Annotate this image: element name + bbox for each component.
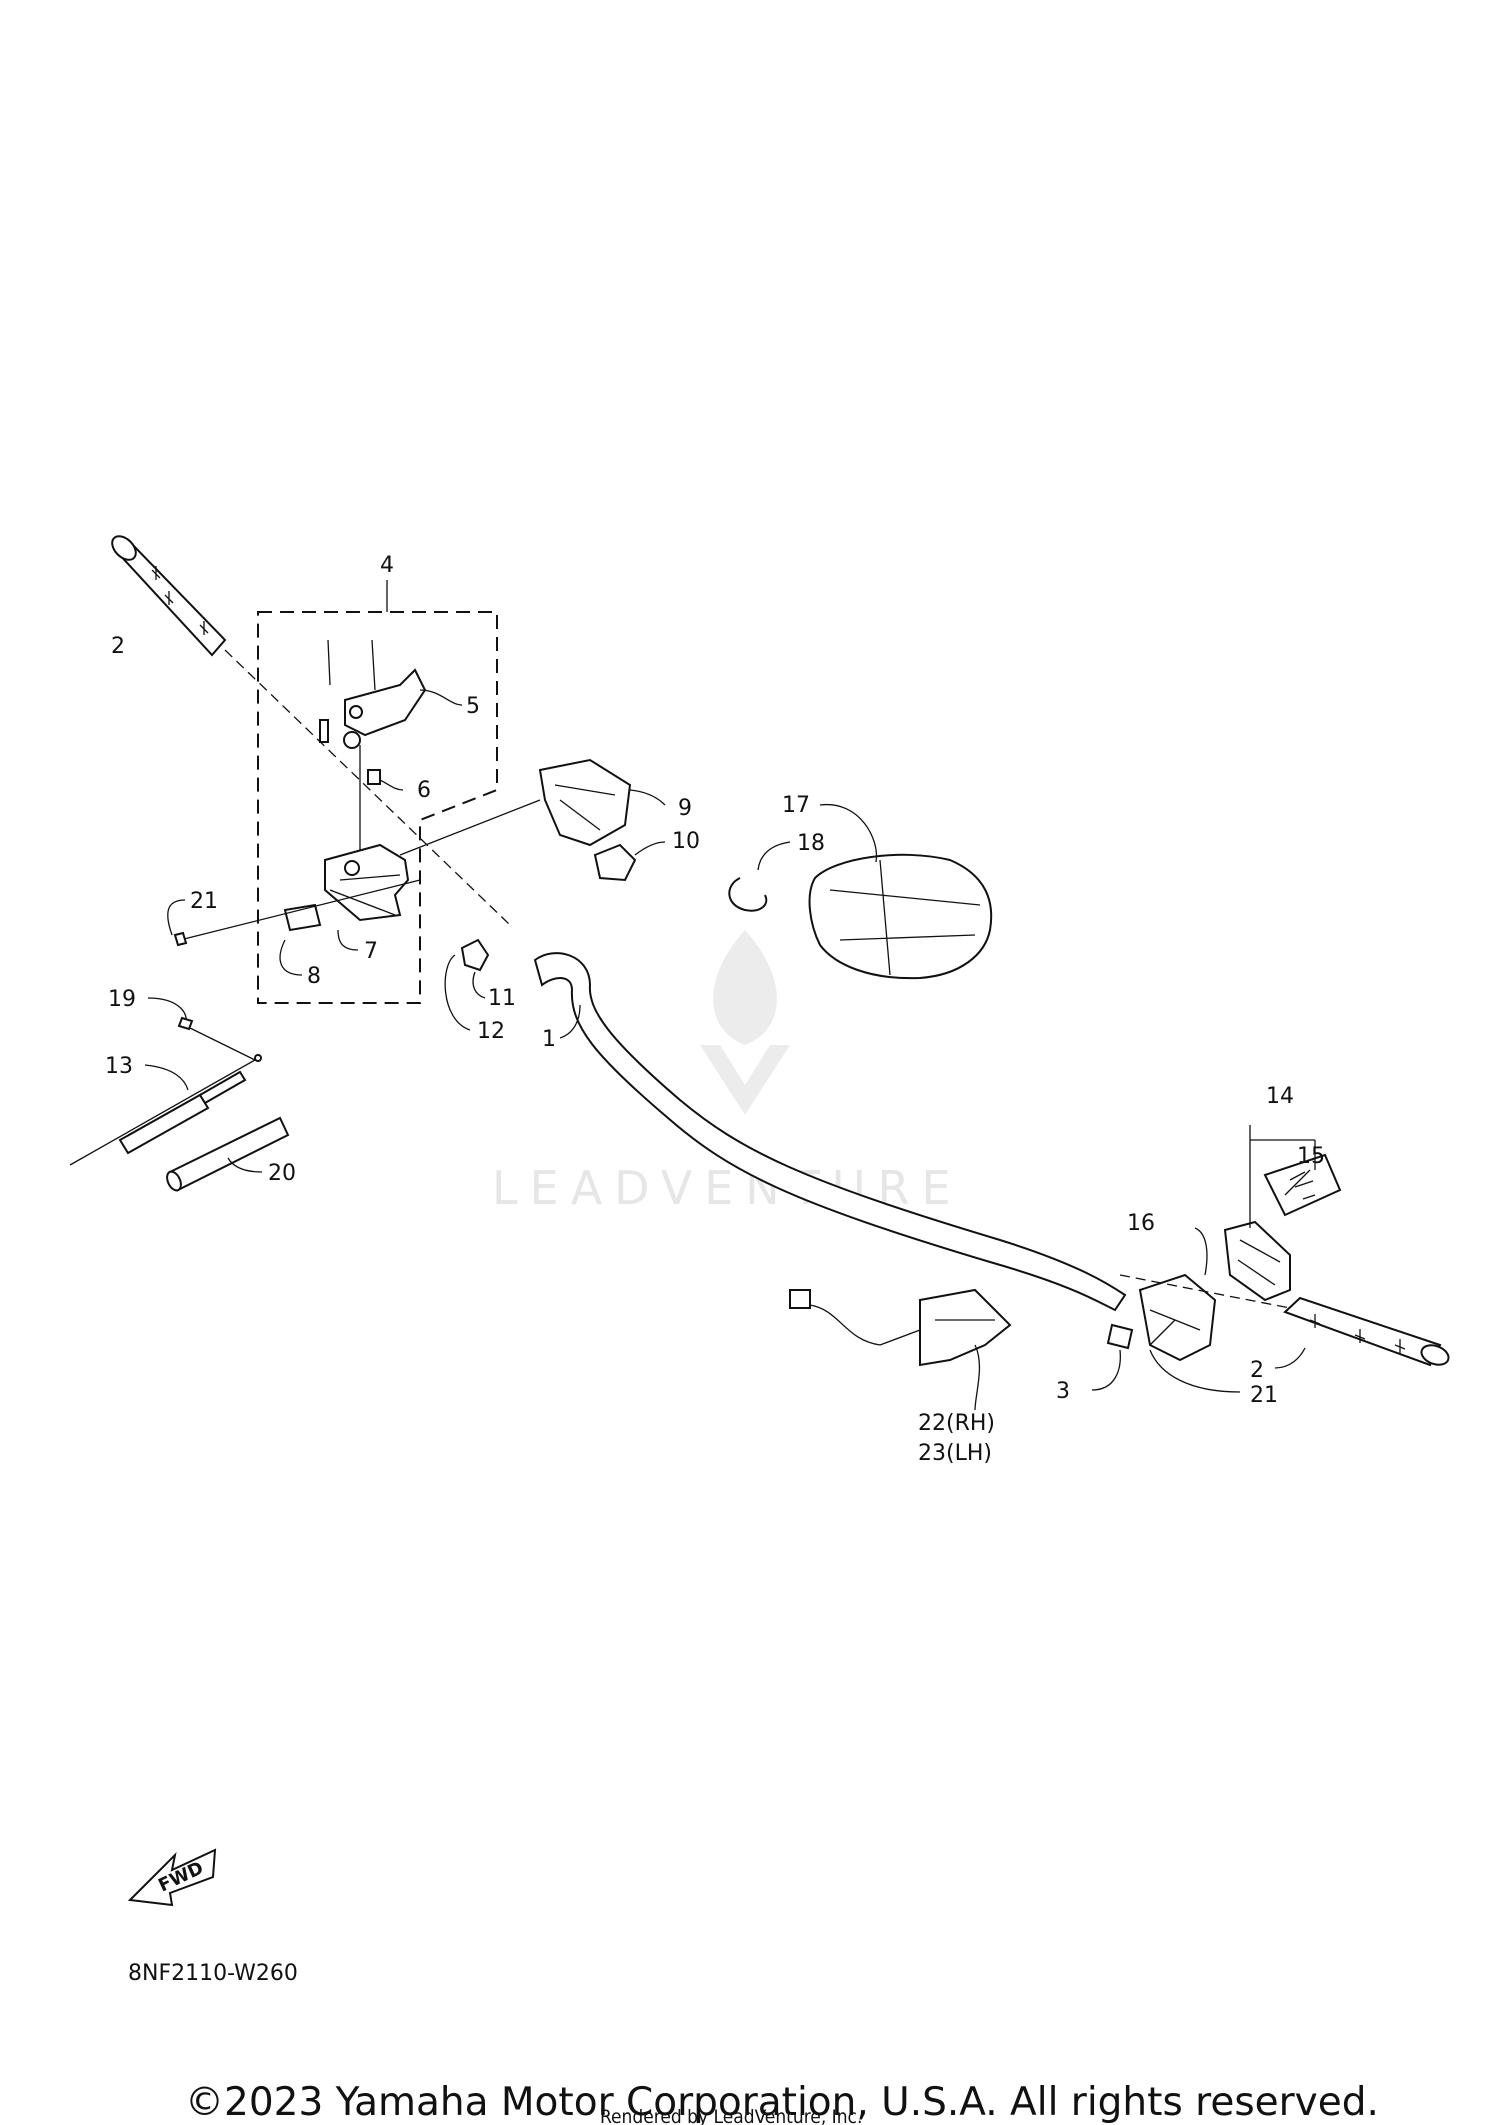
collar-3 bbox=[1106, 1323, 1134, 1350]
callout-13: 13 bbox=[105, 1054, 133, 1079]
axis-line-left bbox=[224, 649, 511, 926]
leader-12 bbox=[444, 954, 471, 1031]
callout-17: 17 bbox=[782, 793, 810, 818]
rendered-by: Rendered by LeadVenture, Inc. bbox=[600, 2106, 862, 2125]
leader-1 bbox=[559, 1004, 581, 1039]
leader-11 bbox=[472, 971, 486, 999]
leader-7 bbox=[337, 929, 359, 951]
band-18 bbox=[728, 877, 768, 912]
clip-10 bbox=[593, 843, 637, 882]
handlebar-pad bbox=[808, 853, 993, 980]
callout-20: 20 bbox=[268, 1161, 296, 1186]
leader-2-right bbox=[1274, 1347, 1306, 1369]
wire-harness bbox=[789, 1288, 1012, 1367]
leader-20 bbox=[227, 1157, 263, 1173]
leader-21-right bbox=[1149, 1349, 1241, 1393]
leader-6 bbox=[379, 779, 404, 791]
switch-11 bbox=[460, 938, 490, 972]
switch-housing bbox=[1138, 1273, 1217, 1362]
callout-18: 18 bbox=[797, 831, 825, 856]
brake-lever bbox=[319, 639, 427, 749]
callout-19: 19 bbox=[108, 987, 136, 1012]
leader-14 bbox=[1249, 1125, 1316, 1228]
callout-21-right: 21 bbox=[1250, 1383, 1278, 1408]
lever-cover bbox=[538, 758, 632, 847]
diagram-code: 8NF2110-W260 bbox=[128, 1961, 298, 1986]
callout-3: 3 bbox=[1056, 1379, 1070, 1404]
throttle-cable bbox=[69, 1054, 262, 1166]
screw-21-right bbox=[1149, 1319, 1176, 1346]
callout-9: 9 bbox=[678, 796, 692, 821]
switch-assembly bbox=[1223, 1153, 1342, 1302]
copyright-notice: ©2023 Yamaha Motor Corporation, U.S.A. A… bbox=[185, 2080, 1379, 2125]
callout-6: 6 bbox=[417, 778, 431, 803]
leader-19b bbox=[189, 1027, 256, 1061]
grip-left bbox=[111, 535, 227, 657]
assembly-4-box bbox=[257, 611, 498, 1004]
callout-4: 4 bbox=[380, 553, 394, 578]
callout-8: 8 bbox=[307, 964, 321, 989]
leader-5 bbox=[419, 689, 463, 706]
clip-19 bbox=[177, 1016, 194, 1031]
leader-3 bbox=[1091, 1349, 1121, 1391]
callout-23: 23(LH) bbox=[918, 1441, 992, 1466]
leader-8 bbox=[279, 939, 303, 976]
axis-line-right bbox=[1119, 1274, 1291, 1309]
callout-10: 10 bbox=[672, 829, 700, 854]
callout-labels: 4 2 5 6 9 10 17 18 21 7 8 11 12 1 19 13 … bbox=[105, 553, 1325, 1466]
handlebar bbox=[533, 952, 1127, 1312]
cover-line bbox=[399, 799, 541, 856]
grip-right bbox=[1283, 1296, 1450, 1367]
leader-9 bbox=[629, 789, 666, 806]
callout-7: 7 bbox=[364, 939, 378, 964]
callout-21-left: 21 bbox=[190, 889, 218, 914]
part-6 bbox=[367, 769, 381, 785]
screw-21-left bbox=[179, 879, 421, 941]
callout-2-left: 2 bbox=[111, 634, 125, 659]
callout-2-right: 2 bbox=[1250, 1358, 1264, 1383]
leader-17 bbox=[819, 804, 878, 863]
callout-1: 1 bbox=[542, 1027, 556, 1052]
leader-21-left bbox=[167, 899, 186, 936]
leader-22 bbox=[974, 1344, 981, 1411]
brake-bracket bbox=[324, 843, 410, 922]
callout-12: 12 bbox=[477, 1019, 505, 1044]
fwd-label: FWD bbox=[155, 1858, 207, 1897]
callout-16: 16 bbox=[1127, 1211, 1155, 1236]
callout-14: 14 bbox=[1266, 1084, 1294, 1109]
leader-15 bbox=[1284, 1169, 1311, 1196]
callout-22: 22(RH) bbox=[918, 1411, 995, 1436]
callout-5: 5 bbox=[466, 694, 480, 719]
leader-10 bbox=[634, 841, 666, 856]
leader-18 bbox=[757, 841, 791, 871]
tube-20 bbox=[166, 1116, 290, 1192]
screw-21-head bbox=[173, 931, 188, 947]
fwd-arrow-icon: FWD bbox=[127, 1848, 217, 1907]
leader-16 bbox=[1194, 1227, 1208, 1276]
callout-15: 15 bbox=[1297, 1144, 1325, 1169]
leader-13 bbox=[144, 1064, 189, 1091]
callout-11: 11 bbox=[488, 986, 516, 1011]
